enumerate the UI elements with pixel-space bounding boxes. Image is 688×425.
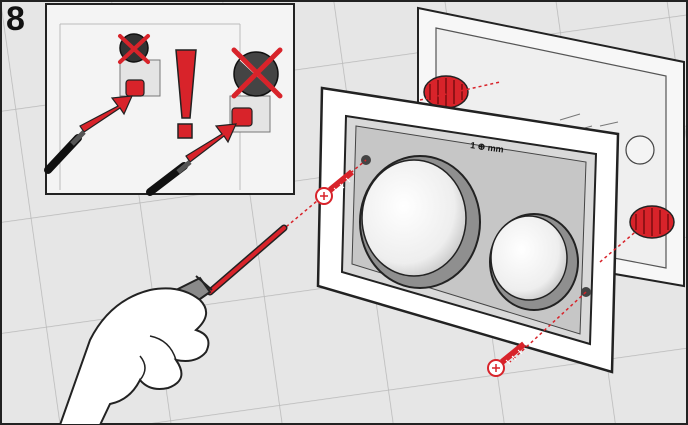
prohibited-icon [234,50,280,96]
wall-plug-icon [232,108,252,126]
small-flush-button [490,214,578,310]
wall-plug-icon [630,206,674,238]
wall-plug-icon [424,76,468,108]
prohibited-icon [120,34,148,62]
inset-detail [46,4,294,194]
step-number: 8 [6,2,25,36]
large-flush-button [360,156,480,288]
wall-plug-icon [126,80,144,96]
